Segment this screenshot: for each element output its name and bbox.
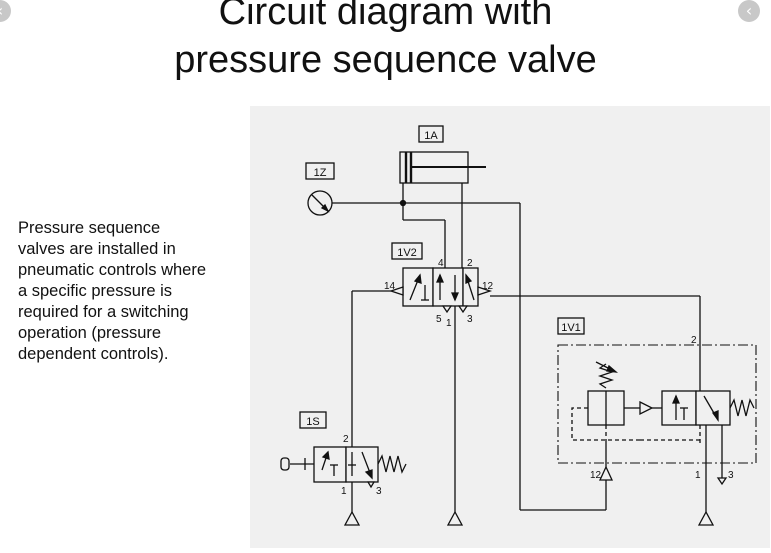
port-12: 12 [482,281,494,292]
label-1s: 1S [306,416,319,428]
port-14: 14 [384,281,396,292]
port-1v1-12: 12 [590,470,602,481]
port-3: 3 [467,314,473,325]
label-box-1v1 [557,317,585,335]
pilot-triangle-left [388,286,404,296]
supply-source-1s [343,510,361,526]
cylinder-1a: 1A [399,125,486,184]
port-1s-2: 2 [343,434,349,445]
port-1s-3: 3 [376,486,382,497]
port-5: 5 [436,314,442,325]
next-slide-button[interactable]: ‹ [738,0,760,22]
description-line: valves are installed in [18,240,176,258]
exhaust-3 [457,305,469,314]
label-box-1s [299,411,327,429]
label-box-1v2 [391,242,423,260]
title-line-2: pressure sequence valve [174,39,597,81]
description-line: operation (pressure [18,324,162,342]
port-1v1-2: 2 [691,335,697,346]
pilot-triangle-right [477,286,493,296]
port-1: 1 [446,318,452,329]
start-valve-1s: 1S 2 1 3 [280,411,407,526]
main-valve-1v2: 1V2 14 12 4 2 5 1 3 [384,242,494,329]
circuit-diagram: 1A 1Z [280,125,757,526]
supply-source-1v2 [446,510,464,526]
exhaust-5 [441,305,453,314]
label-box-1a [418,125,444,143]
title-line-1: Circuit diagram with [218,0,553,33]
port-4: 4 [438,258,444,269]
supply-source-1v1 [697,510,715,526]
pressure-gauge-1z: 1Z [305,162,520,216]
port-1s-1: 1 [341,486,347,497]
description-text: Pressure sequence valves are installed i… [18,218,268,365]
slide-title: Circuit diagram with pressure sequence v… [0,0,771,84]
port-1v1-1: 1 [695,470,701,481]
description-line: required for a switching [18,303,189,321]
description-line: dependent controls). [18,345,169,363]
label-1a: 1A [424,130,438,142]
label-box-1z [305,162,335,180]
port-2: 2 [467,258,473,269]
description-line: a specific pressure is [18,282,173,300]
label-1z: 1Z [314,167,327,179]
previous-slide-button[interactable]: ‹ [0,0,11,22]
description-line: pneumatic controls where [18,261,207,279]
label-1v2: 1V2 [397,247,417,259]
circuit-diagram-panel: 1A 1Z [250,106,770,548]
label-1v1: 1V1 [561,322,581,334]
description-line: Pressure sequence [18,219,161,237]
junction-dot [399,199,407,207]
port-1v1-3: 3 [728,470,734,481]
sequence-valve-1v1: 1V1 2 12 1 3 [557,317,757,486]
